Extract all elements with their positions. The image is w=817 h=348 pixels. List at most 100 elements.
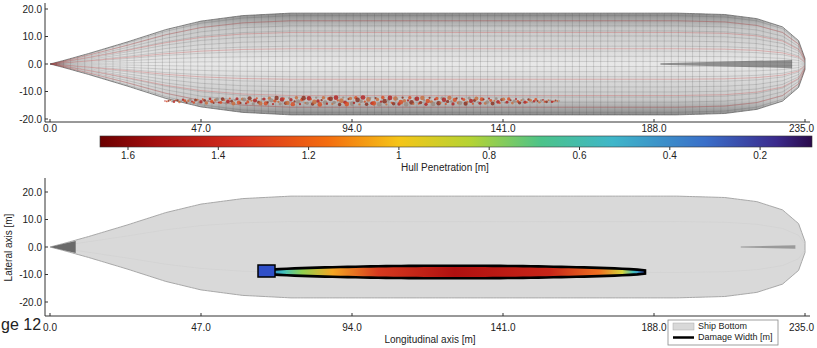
mesh-line bbox=[586, 9, 587, 119]
axis-tick-label: 141.0 bbox=[490, 322, 515, 333]
damage-dot bbox=[472, 103, 474, 105]
mesh-line bbox=[84, 9, 85, 119]
mesh-line bbox=[515, 9, 516, 119]
bottom-view-panel bbox=[45, 178, 810, 316]
frame-line bbox=[50, 64, 805, 79]
mesh-line bbox=[240, 9, 241, 119]
damage-dot bbox=[252, 102, 255, 105]
frame-line bbox=[50, 49, 805, 64]
frame-line bbox=[50, 64, 805, 96]
tick-mark bbox=[45, 64, 48, 65]
tick-mark bbox=[654, 313, 655, 316]
mesh-line bbox=[572, 9, 573, 119]
damage-dot bbox=[382, 99, 387, 104]
damage-dot bbox=[248, 96, 252, 100]
mesh-line bbox=[416, 9, 417, 119]
damage-dot bbox=[183, 99, 186, 102]
x-axis bbox=[45, 122, 810, 123]
mesh-line bbox=[565, 9, 566, 119]
damage-dot bbox=[493, 100, 495, 102]
colorbar-tick-label: 0.6 bbox=[573, 150, 587, 161]
damage-dot bbox=[266, 101, 268, 103]
damage-dot bbox=[542, 99, 544, 101]
colorbar-tick-label: 0.8 bbox=[482, 150, 496, 161]
damage-dot bbox=[435, 97, 438, 100]
tick-mark bbox=[45, 119, 48, 120]
mesh-line bbox=[367, 9, 368, 119]
damage-dot bbox=[312, 100, 317, 105]
mesh-line bbox=[141, 9, 142, 119]
damage-dot bbox=[436, 101, 440, 105]
damage-dot bbox=[446, 100, 449, 103]
axis-tick-label: 94.0 bbox=[342, 322, 361, 333]
damage-dot bbox=[237, 100, 241, 104]
damage-dot bbox=[326, 103, 328, 105]
mesh-line bbox=[50, 64, 805, 112]
tick-mark bbox=[45, 247, 48, 248]
damage-dot bbox=[431, 102, 435, 106]
mesh-line bbox=[332, 9, 333, 119]
tick-mark bbox=[805, 119, 806, 122]
axis-tick-label: 0.0 bbox=[43, 123, 57, 134]
damage-dot bbox=[495, 97, 498, 100]
damage-dot bbox=[175, 99, 177, 101]
mesh-line bbox=[494, 9, 495, 119]
tick-mark bbox=[50, 313, 51, 316]
mesh-line bbox=[643, 9, 644, 119]
mesh-line bbox=[50, 64, 805, 102]
damage-dot bbox=[338, 103, 342, 107]
damage-dot bbox=[315, 97, 317, 99]
damage-dot bbox=[264, 101, 268, 105]
mesh-line bbox=[50, 31, 805, 64]
damage-dot bbox=[499, 102, 501, 104]
damage-dot bbox=[262, 97, 265, 100]
damage-dot bbox=[451, 102, 454, 105]
damage-dot bbox=[209, 98, 212, 101]
mesh-line bbox=[169, 9, 170, 119]
bow-line bbox=[741, 245, 796, 248]
mesh-line bbox=[155, 9, 156, 119]
damage-dot bbox=[515, 98, 517, 100]
damage-dot bbox=[229, 97, 231, 99]
tick-mark bbox=[45, 274, 48, 275]
axis-tick-label: -20.0 bbox=[19, 114, 42, 125]
damage-dot bbox=[342, 96, 344, 98]
mesh-line bbox=[600, 9, 601, 119]
damage-dot bbox=[307, 96, 312, 101]
damage-dot bbox=[455, 97, 457, 99]
damage-dot bbox=[226, 100, 230, 104]
mesh-line bbox=[798, 9, 799, 119]
axis-tick-label: 0.0 bbox=[43, 322, 57, 333]
mesh-line bbox=[91, 9, 92, 119]
mesh-line bbox=[614, 9, 615, 119]
damage-dot bbox=[203, 99, 206, 102]
mesh-line bbox=[98, 9, 99, 119]
damage-dot bbox=[404, 102, 409, 107]
tick-mark bbox=[45, 302, 48, 303]
legend-box bbox=[668, 320, 778, 345]
damage-dot bbox=[178, 101, 181, 104]
damage-dot bbox=[464, 102, 468, 106]
mesh-line bbox=[120, 9, 121, 119]
damage-dot bbox=[401, 97, 403, 99]
mesh-line bbox=[529, 9, 530, 119]
axis-tick-label: 47.0 bbox=[191, 322, 210, 333]
tick-mark bbox=[45, 9, 48, 10]
damage-dot bbox=[199, 100, 202, 103]
damage-dot bbox=[242, 97, 246, 101]
damage-dot bbox=[388, 96, 393, 101]
tick-mark bbox=[50, 119, 51, 122]
damage-dot bbox=[488, 98, 490, 100]
damage-dot bbox=[189, 98, 192, 101]
damage-dot bbox=[439, 102, 441, 104]
mesh-line bbox=[70, 9, 71, 119]
colorbar-tick-label: 0.2 bbox=[753, 150, 767, 161]
mesh-line bbox=[50, 16, 805, 64]
damage-dot bbox=[180, 101, 182, 103]
legend bbox=[668, 320, 778, 345]
axis-title: Lateral axis [m] bbox=[4, 213, 15, 281]
damage-dot bbox=[480, 97, 484, 101]
axis-tick-label: -10.0 bbox=[19, 269, 42, 280]
legend-text: Ship Bottom bbox=[698, 322, 747, 332]
